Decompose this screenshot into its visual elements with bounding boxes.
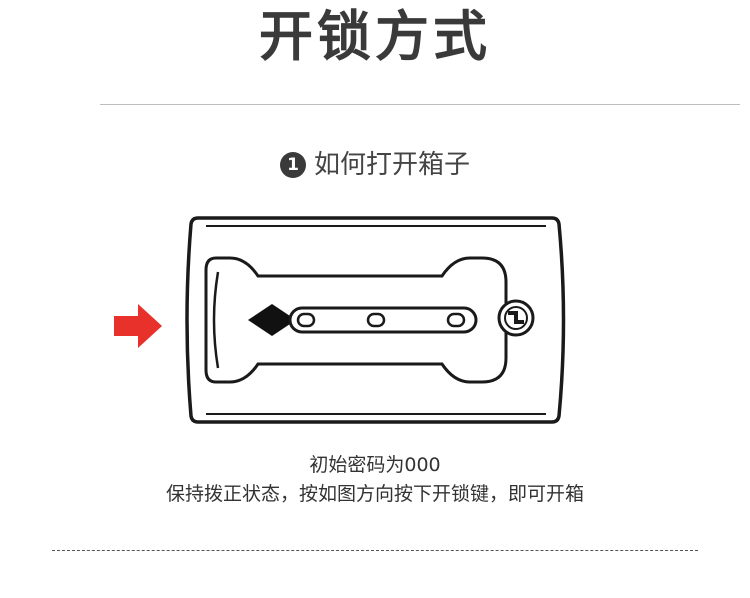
dial-digit[interactable] [446,312,466,328]
dial-digit[interactable] [366,312,386,328]
page-title: 开锁方式 [259,5,491,68]
release-button-icon[interactable] [497,299,535,337]
step-number-badge: 1 [279,152,306,178]
caption-default-code: 初始密码为000 [309,454,441,476]
caption-instructions: 保持拨正状态，按如图方向按下开锁键，即可开箱 [165,483,584,505]
section-divider [52,550,698,551]
step-heading: 1 如何打开箱子 [0,145,750,185]
diamond-icon [248,304,296,336]
dial-digit[interactable] [296,312,316,328]
arrow-right-icon [114,304,162,348]
step-label: 如何打开箱子 [313,150,470,180]
lock-illustration [114,216,566,424]
title-divider [100,104,740,105]
